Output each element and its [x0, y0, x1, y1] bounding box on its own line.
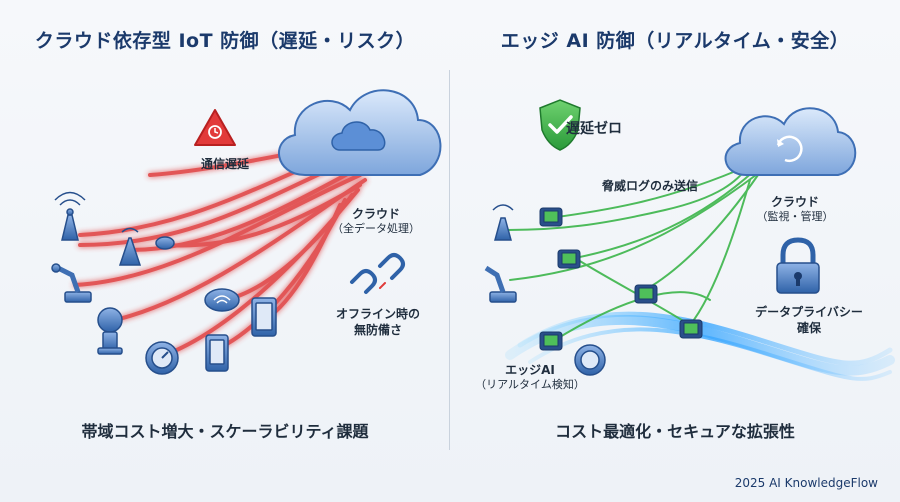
- right-caption: コスト最適化・セキュアな拡張性: [555, 422, 795, 441]
- edge-ai-panel: エッジ AI 防御（リアルタイム・安全）: [450, 0, 900, 502]
- right-cloud-label: クラウド （監視・管理）: [740, 194, 850, 225]
- threat-log-label: 脅威ログのみ送信: [601, 179, 698, 193]
- robot-arm-icon: [51, 263, 92, 303]
- check-shield-icon: [539, 99, 581, 151]
- left-cloud-label: クラウド （全データ処理）: [326, 206, 426, 237]
- cloud-dependent-panel: クラウド依存型 IoT 防御（遅延・リスク）: [34, 30, 442, 441]
- offline-label-line2: 無防備さ: [353, 323, 402, 338]
- left-title: クラウド依存型 IoT 防御（遅延・リスク）: [34, 30, 416, 52]
- tablet-device-icon: [251, 297, 277, 337]
- lock-icon: [776, 237, 820, 294]
- green-threat-log-lines: [504, 164, 761, 341]
- edge-chip-icon: [539, 207, 563, 227]
- edge-chip-icon: [557, 249, 581, 269]
- privacy-label: データプライバシー 確保: [744, 304, 874, 336]
- gauge-device-icon: [145, 341, 179, 375]
- left-diagram: [51, 89, 442, 375]
- right-diagram: [484, 99, 895, 381]
- offline-label-line1: オフライン時の: [335, 307, 420, 321]
- broken-link-icon: [350, 253, 405, 294]
- footer-credit: 2025 AI KnowledgeFlow: [734, 476, 878, 490]
- cloud-icon: [278, 89, 442, 176]
- local-data-wave: [505, 311, 895, 381]
- antenna-device-icon: [492, 204, 514, 241]
- left-caption: 帯域コスト増大・スケーラビリティ課題: [81, 422, 369, 441]
- privacy-label-line1: データプライバシー: [755, 305, 863, 319]
- edge-chip-icon: [679, 319, 703, 339]
- camera-device-icon: [97, 307, 123, 355]
- wifi-router-icon: [204, 288, 240, 312]
- privacy-label-line2: 確保: [796, 321, 821, 336]
- right-title: エッジ AI 防御（リアルタイム・安全）: [500, 30, 850, 52]
- edge-ai-label: エッジAI （リアルタイム検知）: [470, 362, 590, 393]
- warning-icon: [194, 109, 236, 146]
- gauge-device-icon: [574, 344, 606, 376]
- edge-chip-icon: [634, 284, 658, 304]
- edge-ai-subtitle: （リアルタイム検知）: [475, 378, 585, 392]
- edge-ai-title: エッジAI: [505, 363, 555, 377]
- edge-chip-icon: [539, 331, 563, 351]
- panel-divider: [449, 70, 450, 450]
- edge-ai-chips: [539, 207, 703, 351]
- latency-label: 通信遅延: [200, 157, 249, 171]
- offline-label: オフライン時の 無防備さ: [318, 306, 438, 338]
- right-cloud-title: クラウド: [770, 195, 819, 209]
- round-sensor-icon: [155, 236, 175, 250]
- left-cloud-title: クラウド: [351, 207, 400, 221]
- iot-devices: [51, 191, 277, 375]
- iot-devices-right: [484, 204, 606, 376]
- phone-device-icon: [205, 334, 229, 372]
- zero-latency-label: 遅延ゼロ: [566, 121, 622, 137]
- cloud-sync-icon: [724, 107, 857, 176]
- left-cloud-subtitle: （全データ処理）: [332, 222, 420, 236]
- tower-device-icon: [118, 227, 142, 266]
- right-cloud-subtitle: （監視・管理）: [756, 210, 834, 224]
- robot-arm-icon: [484, 265, 517, 303]
- antenna-device-icon: [54, 191, 86, 241]
